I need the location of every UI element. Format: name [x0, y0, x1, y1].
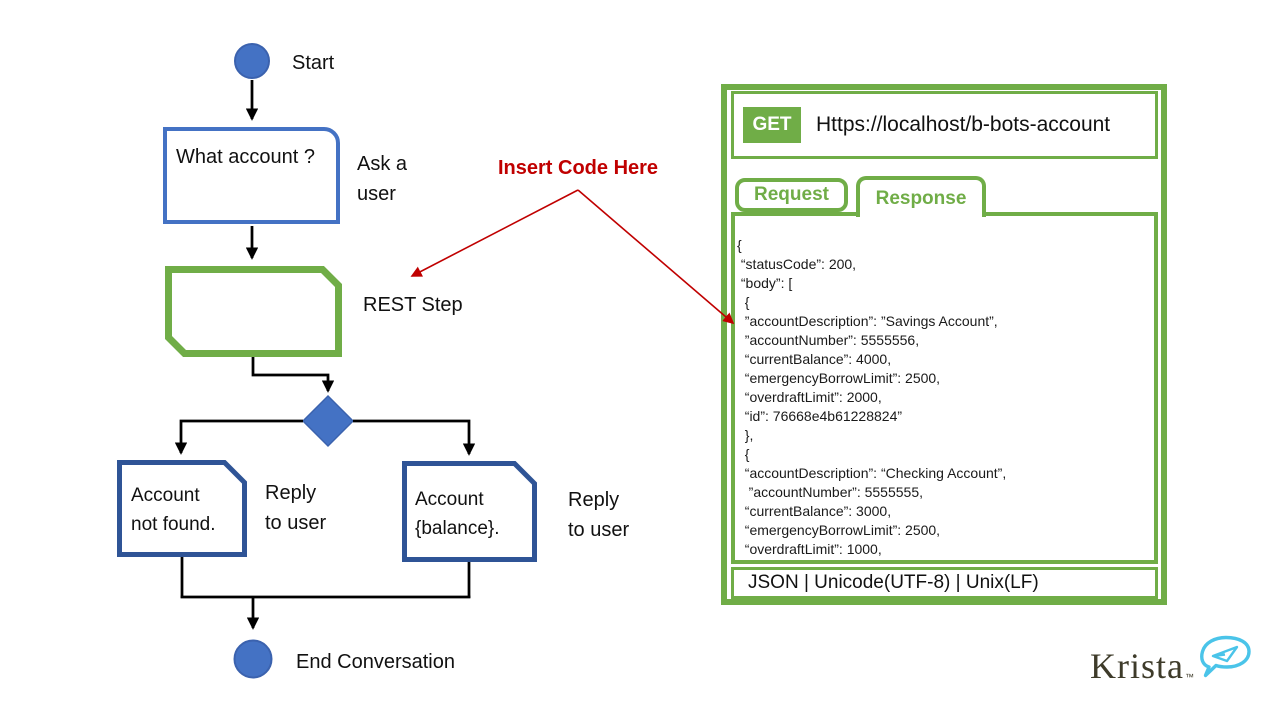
format-status-bar: JSON | Unicode(UTF-8) | Unix(LF) — [731, 567, 1158, 599]
api-panel: GET Https://localhost/b-bots-account Req… — [721, 84, 1167, 605]
end-node — [233, 639, 273, 679]
http-method-button[interactable]: GET — [743, 107, 801, 143]
trademark-mark: ™ — [1184, 672, 1194, 682]
ask-user-node — [163, 127, 340, 224]
format-status-text: JSON | Unicode(UTF-8) | Unix(LF) — [748, 572, 1039, 593]
tab-request[interactable]: Request — [735, 178, 848, 212]
ask-node-text: What account ? — [176, 146, 315, 168]
rest-step-node — [165, 266, 342, 357]
ask-user-label: Ask a user — [357, 153, 408, 205]
connector-decision-left — [174, 419, 303, 455]
end-conversation-label: End Conversation — [296, 651, 455, 673]
reply-balance-text: Account {balance}. — [415, 489, 500, 539]
tab-response[interactable]: Response — [856, 176, 986, 217]
request-url[interactable]: Https://localhost/b-bots-account — [816, 113, 1111, 136]
insert-code-arrow-left — [410, 189, 579, 277]
response-body-panel: { “statusCode”: 200, “body”: [ { ”accoun… — [731, 212, 1158, 564]
krista-logo-text: Krista — [1090, 646, 1184, 686]
rest-step-label: REST Step — [363, 294, 463, 316]
krista-logo: Krista ™ — [1090, 648, 1194, 684]
request-url-bar: GET Https://localhost/b-bots-account — [731, 91, 1158, 159]
response-json-text: { “statusCode”: 200, “body”: [ { ”accoun… — [737, 237, 1007, 557]
connector-rest-to-decision — [251, 357, 335, 393]
decision-node — [301, 394, 355, 448]
connector-decision-right — [353, 419, 476, 456]
start-node — [234, 43, 270, 79]
start-label: Start — [292, 52, 335, 74]
insert-code-arrow-right — [577, 189, 735, 325]
reply-right-label: Reply to user — [568, 489, 630, 541]
reply-left-label: Reply to user — [265, 482, 327, 534]
speech-bubble-icon — [1200, 635, 1251, 678]
insert-code-annotation: Insert Code Here — [498, 157, 659, 179]
reply-not-found-text: Account not found. — [131, 485, 216, 535]
